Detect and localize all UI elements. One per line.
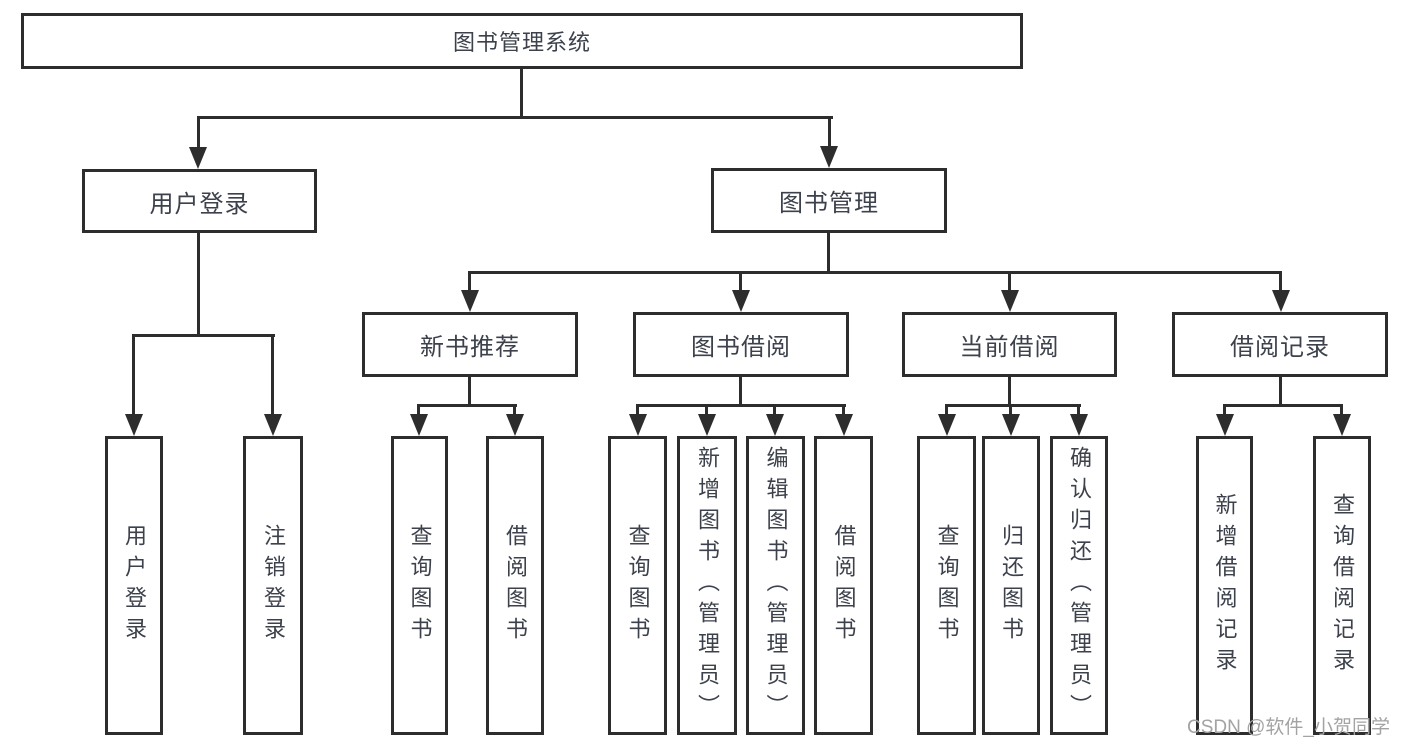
node-borrowing-records-label: 借阅记录 bbox=[1230, 334, 1330, 361]
leaf-user-login: 用户登录 bbox=[105, 436, 163, 735]
arrow-down-icon bbox=[732, 290, 750, 312]
connector-split bbox=[132, 334, 275, 337]
arrow-down-icon bbox=[125, 414, 143, 436]
node-current-borrowing: 当前借阅 bbox=[902, 312, 1117, 377]
arrow-down-icon bbox=[835, 414, 853, 436]
connector-stem bbox=[1009, 404, 1012, 416]
leaf-return-books: 归还图书 bbox=[982, 436, 1040, 735]
leaf-label: 新增借阅记录 bbox=[1212, 492, 1238, 679]
connector-stem bbox=[739, 377, 742, 406]
leaf-edit-books-admin: 编辑图书（管理员） bbox=[746, 436, 805, 735]
arrow-down-icon bbox=[1333, 414, 1351, 436]
leaf-logout: 注销登录 bbox=[243, 436, 303, 735]
leaf-label: 注销登录 bbox=[261, 523, 286, 648]
connector-stem bbox=[1340, 404, 1343, 416]
leaf-query-borrow-record: 查询借阅记录 bbox=[1313, 436, 1371, 735]
leaf-query-books-recommend: 查询图书 bbox=[391, 436, 448, 735]
leaf-label: 编辑图书（管理员） bbox=[763, 446, 789, 725]
connector-stem bbox=[945, 404, 948, 416]
connector-stem bbox=[636, 404, 639, 416]
leaf-label: 确认归还（管理员） bbox=[1067, 446, 1092, 725]
arrow-down-icon bbox=[820, 146, 838, 168]
arrow-down-icon bbox=[264, 414, 282, 436]
connector-split bbox=[1223, 404, 1343, 407]
connector-split bbox=[468, 271, 1282, 274]
connector-stem bbox=[739, 271, 742, 292]
leaf-label: 用户登录 bbox=[122, 523, 147, 648]
connector-stem bbox=[468, 271, 471, 292]
node-root: 图书管理系统 bbox=[21, 13, 1023, 69]
connector-stem bbox=[827, 233, 830, 273]
connector-stem bbox=[1279, 271, 1282, 292]
leaf-label: 借阅图书 bbox=[503, 523, 528, 648]
node-root-label: 图书管理系统 bbox=[452, 30, 591, 55]
leaf-label: 借阅图书 bbox=[831, 523, 857, 648]
connector-stem bbox=[1077, 404, 1080, 416]
connector-stem bbox=[197, 233, 200, 336]
connector-stem bbox=[271, 334, 274, 414]
leaf-label: 查询图书 bbox=[407, 523, 433, 648]
arrow-down-icon bbox=[189, 147, 207, 169]
arrow-down-icon bbox=[698, 414, 716, 436]
connector-stem bbox=[468, 377, 471, 406]
node-user-login-label: 用户登录 bbox=[149, 190, 250, 218]
leaf-borrow-books: 借阅图书 bbox=[814, 436, 873, 735]
arrow-down-icon bbox=[410, 414, 428, 436]
node-current-borrowing-label: 当前借阅 bbox=[959, 334, 1060, 361]
connector-stem bbox=[773, 404, 776, 416]
arrow-down-icon bbox=[1070, 414, 1088, 436]
connector-stem bbox=[197, 116, 200, 147]
node-new-book-recommendation: 新书推荐 bbox=[362, 312, 578, 377]
connector-stem bbox=[132, 334, 135, 414]
connector-split bbox=[945, 404, 1081, 407]
leaf-query-books-borrowing: 查询图书 bbox=[608, 436, 667, 735]
connector-root-split bbox=[197, 116, 833, 119]
node-book-borrowing-label: 图书借阅 bbox=[691, 334, 791, 361]
connector-root-stem bbox=[520, 69, 523, 118]
leaf-label: 查询图书 bbox=[934, 523, 960, 648]
connector-split bbox=[417, 404, 517, 407]
connector-split bbox=[636, 404, 846, 407]
arrow-down-icon bbox=[506, 414, 524, 436]
connector-stem bbox=[1008, 377, 1011, 406]
leaf-label: 新增图书（管理员） bbox=[695, 446, 720, 725]
arrow-down-icon bbox=[1272, 290, 1290, 312]
leaf-query-books-current: 查询图书 bbox=[917, 436, 976, 735]
connector-stem bbox=[1279, 377, 1282, 406]
leaf-label: 查询图书 bbox=[625, 523, 651, 648]
connector-stem bbox=[1008, 271, 1011, 292]
arrow-down-icon bbox=[938, 414, 956, 436]
node-book-management: 图书管理 bbox=[711, 168, 947, 233]
watermark-text: CSDN @软件_小贺同学 bbox=[1187, 717, 1390, 738]
connector-stem bbox=[705, 404, 708, 416]
connector-stem bbox=[513, 404, 516, 416]
node-user-login: 用户登录 bbox=[82, 169, 317, 233]
leaf-add-books-admin: 新增图书（管理员） bbox=[677, 436, 737, 735]
node-borrowing-records: 借阅记录 bbox=[1172, 312, 1388, 377]
leaf-borrow-books-recommend: 借阅图书 bbox=[486, 436, 544, 735]
leaf-label: 查询借阅记录 bbox=[1330, 492, 1355, 679]
arrow-down-icon bbox=[766, 414, 784, 436]
node-new-book-recommendation-label: 新书推荐 bbox=[420, 334, 520, 361]
arrow-down-icon bbox=[1001, 290, 1019, 312]
connector-stem bbox=[417, 404, 420, 416]
arrow-down-icon bbox=[461, 290, 479, 312]
arrow-down-icon bbox=[1216, 414, 1234, 436]
arrow-down-icon bbox=[1002, 414, 1020, 436]
leaf-confirm-return-admin: 确认归还（管理员） bbox=[1050, 436, 1108, 735]
leaf-add-borrow-record: 新增借阅记录 bbox=[1196, 436, 1253, 735]
connector-stem bbox=[828, 116, 831, 146]
leaf-label: 归还图书 bbox=[999, 523, 1024, 648]
connector-stem bbox=[1223, 404, 1226, 416]
node-book-borrowing: 图书借阅 bbox=[633, 312, 849, 377]
arrow-down-icon bbox=[629, 414, 647, 436]
node-book-management-label: 图书管理 bbox=[779, 190, 879, 217]
connector-stem bbox=[842, 404, 845, 416]
